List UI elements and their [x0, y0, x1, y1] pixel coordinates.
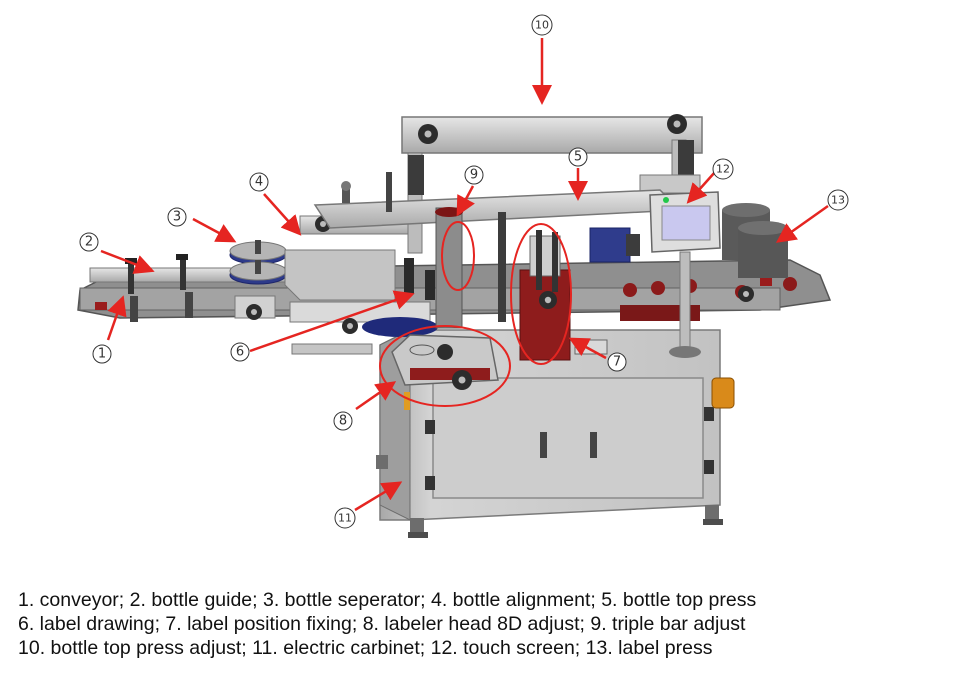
legend-line-2: 6. label drawing; 7. label position fixi… [18, 613, 746, 635]
arrow-1 [106, 295, 127, 341]
svg-text:5: 5 [574, 150, 582, 165]
arrow-11 [354, 481, 403, 512]
svg-text:6: 6 [236, 345, 244, 360]
highlight-ellipses [379, 221, 572, 407]
callout-12: 12 [712, 158, 734, 180]
callout-4: 4 [249, 172, 269, 192]
bottle-separator [229, 240, 287, 285]
bottle-guide [125, 254, 193, 322]
callout-3: 3 [167, 207, 187, 227]
top-press-frame [401, 114, 703, 254]
svg-text:12: 12 [716, 163, 730, 176]
svg-text:3: 3 [173, 210, 181, 225]
callout-7: 7 [607, 352, 627, 372]
arrow-12 [686, 171, 716, 204]
highlight-ellipse-8 [379, 325, 511, 407]
callout-13: 13 [827, 189, 849, 211]
callout-9: 9 [464, 165, 484, 185]
callout-numbers: 1 2 3 4 5 6 7 8 9 10 11 12 13 [79, 14, 849, 529]
callout-11: 11 [334, 507, 356, 529]
highlight-ellipse-7 [510, 223, 572, 365]
bottle-top-press [313, 172, 682, 329]
callout-10: 10 [531, 14, 553, 36]
arrow-2 [100, 249, 155, 274]
callout-1: 1 [92, 344, 112, 364]
arrow-3 [192, 217, 237, 243]
labeling-machine-diagram: 1 2 3 4 5 6 7 8 9 10 11 12 13 [77, 14, 849, 538]
arrow-7 [568, 337, 607, 360]
svg-text:11: 11 [338, 512, 352, 525]
arrow-8 [355, 381, 397, 411]
labeler-head [391, 258, 499, 390]
arrow-4 [263, 193, 302, 236]
highlight-ellipse-9 [441, 221, 475, 291]
svg-text:9: 9 [470, 168, 478, 183]
svg-text:7: 7 [613, 355, 621, 370]
svg-text:1: 1 [98, 347, 106, 362]
label-position-fixing [519, 230, 608, 361]
legend-line-3: 10. bottle top press adjust; 11. electri… [18, 637, 713, 659]
callout-2: 2 [79, 232, 99, 252]
svg-text:2: 2 [85, 235, 93, 250]
label-press [722, 203, 788, 302]
svg-text:8: 8 [339, 414, 347, 429]
arrow-6 [249, 290, 415, 353]
callout-arrows [100, 38, 829, 512]
legend-line-1: 1. conveyor; 2. bottle guide; 3. bottle … [18, 589, 757, 611]
arrow-9 [456, 185, 475, 217]
svg-text:13: 13 [831, 194, 845, 207]
parts-legend: 1. conveyor; 2. bottle guide; 3. bottle … [18, 588, 948, 660]
callout-5: 5 [568, 147, 588, 167]
callout-6: 6 [230, 342, 250, 362]
svg-text:10: 10 [535, 19, 549, 32]
svg-text:4: 4 [255, 175, 263, 190]
callout-8: 8 [333, 411, 353, 431]
motor [589, 227, 640, 263]
arrow-13 [775, 204, 829, 243]
